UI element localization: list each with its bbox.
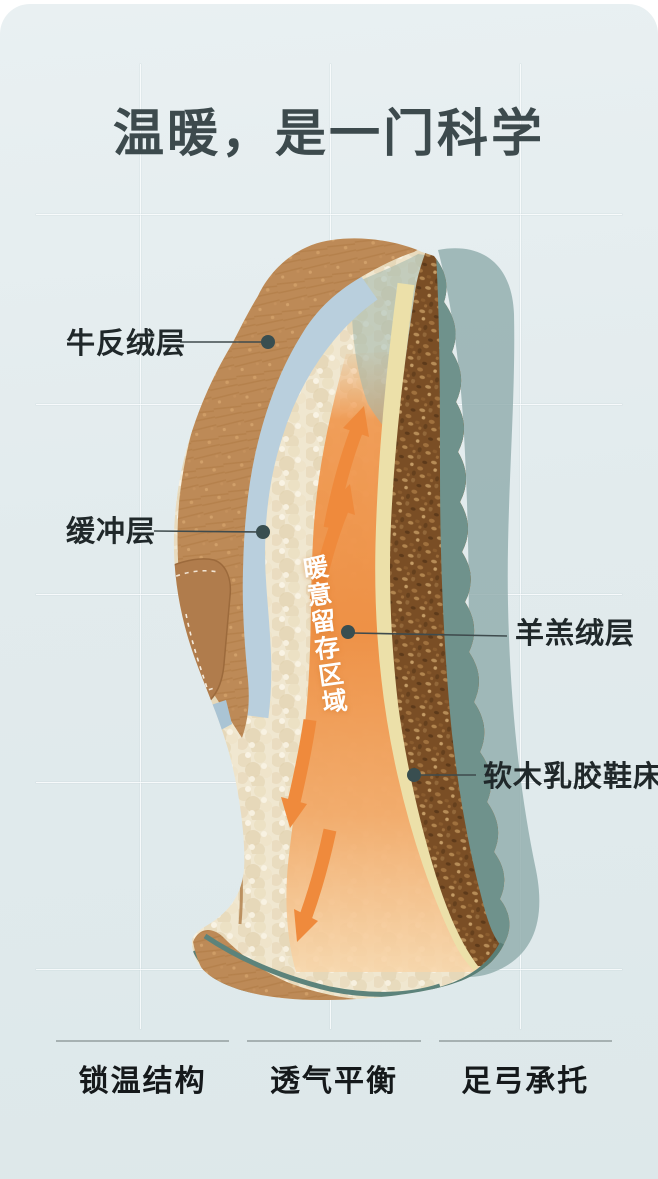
feature-arch-support: 足弓承托	[438, 1040, 612, 1100]
poster-card: 温暖，是一门科学	[0, 4, 658, 1179]
callout-label-cork-footbed: 软木乳胶鞋床	[483, 761, 658, 793]
suede-layer	[177, 238, 424, 738]
grid-line	[140, 64, 141, 1029]
cushion-layer	[232, 272, 378, 719]
callout-lines	[153, 341, 508, 776]
feature-strip: 锁温结构 透气平衡 足弓承托	[56, 1040, 612, 1100]
shoe-shadow	[438, 248, 540, 977]
page-title: 温暖，是一门科学	[112, 105, 545, 162]
feature-heat-lock: 锁温结构	[56, 1040, 230, 1100]
toe-piping	[203, 933, 441, 997]
grid-line	[36, 214, 622, 215]
grid-line	[520, 64, 521, 1029]
shoe-cutaway-illustration	[153, 238, 540, 1001]
callout-label-cushion: 缓冲层	[66, 516, 157, 548]
warmth-arrows	[281, 406, 369, 942]
callout-label-suede: 牛反绒层	[66, 328, 187, 360]
toe-cap	[193, 930, 400, 1001]
callout-dots	[256, 335, 421, 782]
heel-strap	[173, 558, 232, 714]
callout-label-lamb-fleece: 羊羔绒层	[515, 618, 636, 650]
feature-breathability: 透气平衡	[247, 1040, 421, 1100]
